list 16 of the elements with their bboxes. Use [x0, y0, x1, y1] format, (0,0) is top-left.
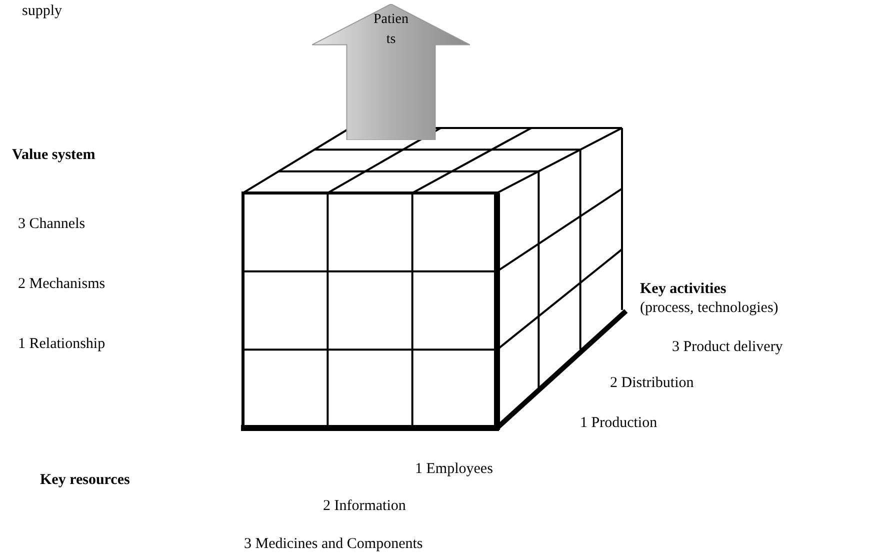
axis-label: 3 Product delivery	[672, 338, 783, 357]
axis-heading: Key resources	[40, 471, 130, 490]
axis-label: 2 Information	[323, 497, 406, 516]
axis-label: 2 Mechanisms	[18, 275, 106, 294]
axis-label: (process, technologies)	[640, 299, 778, 318]
axis-heading: Key activities	[640, 280, 726, 299]
arrow-label: Patients	[372, 11, 410, 49]
axis-label: 1 Production	[580, 414, 658, 433]
axis-label: 2 Distribution	[610, 374, 694, 393]
axis-label: 1 Employees	[415, 460, 493, 479]
up-arrow	[312, 4, 470, 140]
axis-label: 1 Relationship	[18, 335, 106, 354]
axis-label: supply	[22, 2, 62, 21]
axis-label: 3 Channels	[18, 215, 86, 234]
axis-label: 3 Medicines and Components	[244, 535, 423, 554]
axis-heading: Value system	[12, 146, 96, 165]
